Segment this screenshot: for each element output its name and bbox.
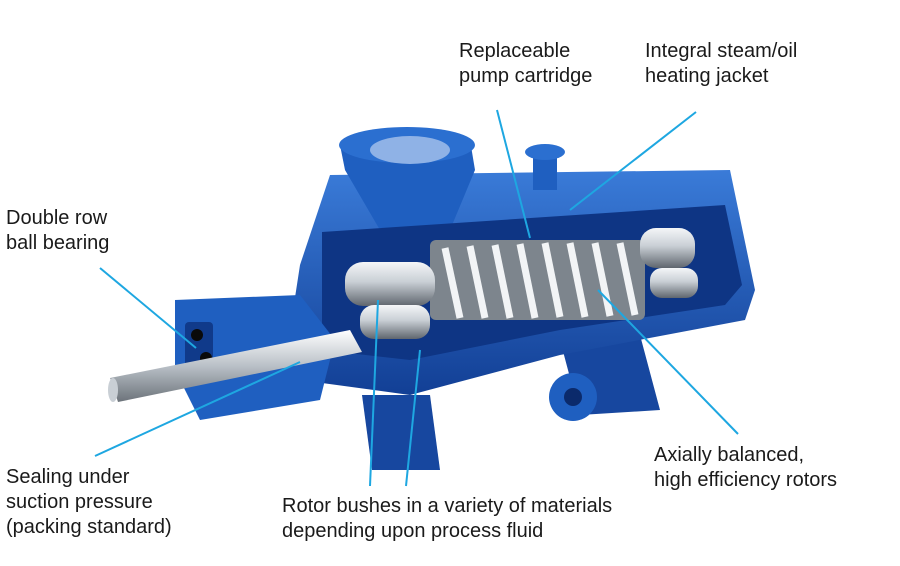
rotor-cartridge [430,240,645,320]
label-replaceable-pump-cartridge: Replaceable pump cartridge [459,39,592,89]
shaft-end [108,378,118,402]
label-axially-balanced-rotors: Axially balanced, high efficiency rotors [654,443,837,493]
label-line: pump cartridge [459,65,593,87]
label-double-row-ball-bearing: Double row ball bearing [6,206,109,256]
label-line: heating jacket [645,65,769,87]
lower-flange-icon [549,373,597,421]
label-line: depending upon process fluid [282,520,544,542]
label-line: Rotor bushes in a variety of materials [282,495,613,517]
label-line: Double row [6,207,108,229]
pump-foot-left [362,395,440,470]
label-rotor-bushes: Rotor bushes in a variety of materials d… [282,494,612,544]
label-line: Integral steam/oil [645,40,798,62]
jacket-nozzle [525,144,565,190]
label-sealing-under-suction-pressure: Sealing under suction pressure (packing … [6,465,172,540]
label-line: suction pressure [6,491,153,513]
label-line: (packing standard) [6,516,172,538]
label-line: Axially balanced, [654,444,805,466]
label-heating-jacket: Integral steam/oil heating jacket [645,39,797,89]
inlet-nozzle [339,127,475,230]
label-line: Replaceable [459,40,571,62]
label-line: Sealing under [6,466,130,488]
label-line: high efficiency rotors [654,469,838,491]
label-line: ball bearing [6,232,110,254]
